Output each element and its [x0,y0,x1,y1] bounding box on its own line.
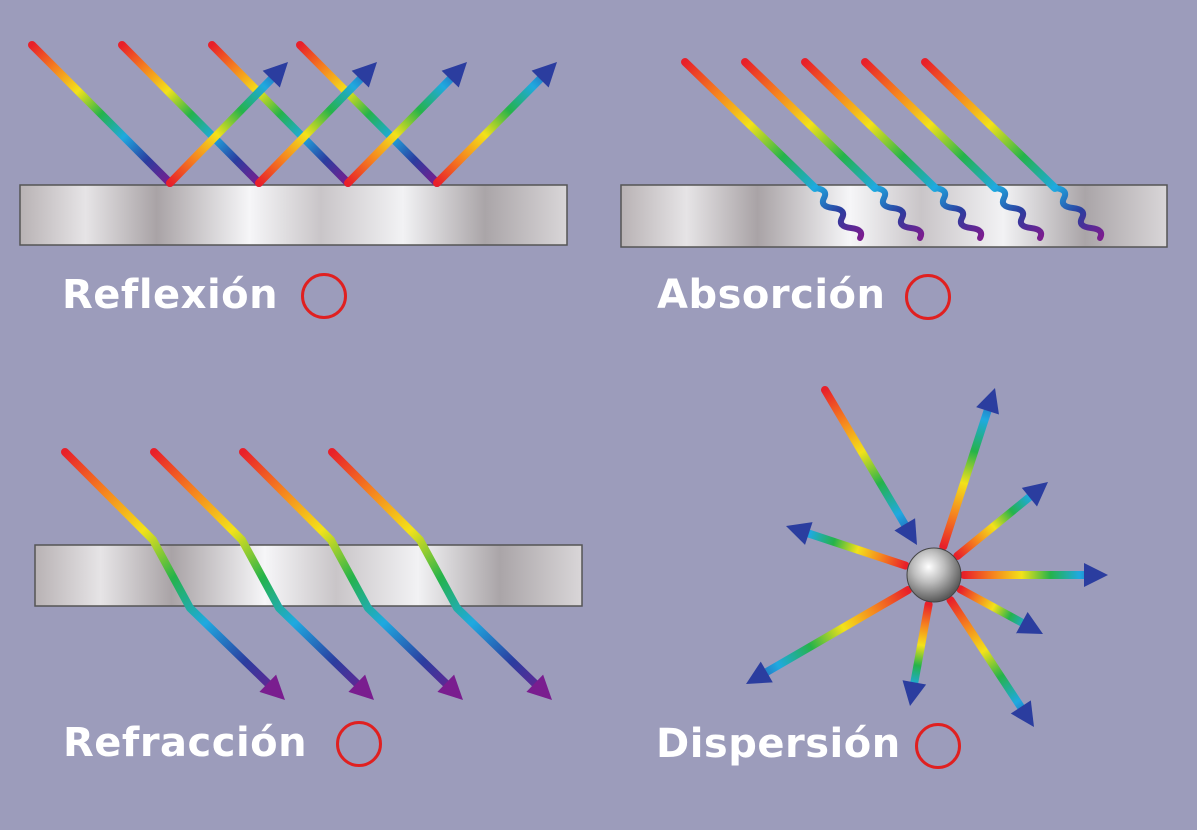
refraccion-ray-3 [239,448,453,691]
refraccion-ray-2-arrowhead [348,674,374,700]
absorcion-wave-2 [872,185,925,241]
reflexion-incident-ray-3 [208,41,352,187]
refraccion-ray-4 [328,448,542,691]
absorcion-wave-4 [992,185,1045,241]
dispersion-scattered-ray-7-arrowhead [746,661,773,684]
absorcion-wave-1 [812,185,865,241]
dispersion-scattered-ray-8-arrowhead [786,522,813,545]
absorcion-ray-4 [861,58,999,192]
label-dispersion: Dispersión [656,721,901,767]
label-reflexion: Reflexión [62,272,279,318]
absorcion-ray-1 [681,58,819,192]
refraccion-surface [34,544,583,607]
dispersion-scattered-ray-1 [939,403,993,551]
answer-circle-refraccion[interactable] [336,721,382,767]
dispersion-scattered-ray-2-arrowhead [1021,482,1048,507]
reflexion-reflected-ray-1 [166,72,279,187]
answer-circle-absorcion[interactable] [905,274,951,320]
dispersion-scattered-ray-2 [953,490,1037,561]
dispersion-scattered-ray-6 [909,600,933,691]
reflexion-reflected-ray-2 [255,72,368,187]
absorcion-ray-5 [921,58,1059,192]
dispersion-scattered-ray-5 [946,596,1028,715]
reflexion-reflected-ray-3-arrowhead [441,62,467,88]
answer-circle-reflexion[interactable] [301,273,347,319]
absorcion-ray-3 [801,58,939,192]
reflexion-incident-ray-1 [28,41,174,187]
refraccion-ray-1-arrowhead [259,674,285,700]
absorcion-ray-2 [741,58,879,192]
dispersion-incident-ray-arrowhead [894,518,917,545]
dispersion-scattered-ray-5-arrowhead [1010,700,1034,727]
reflexion-reflected-ray-1-arrowhead [262,62,288,88]
dispersion-scattered-ray-4 [956,585,1030,629]
dispersion-scattered-ray-4-arrowhead [1016,612,1043,634]
reflexion-incident-ray-2 [118,41,263,187]
label-absorcion: Absorción [657,272,886,318]
dispersion-scattered-ray-7 [759,586,913,678]
reflexion-reflected-ray-4 [433,72,547,187]
dispersion-incident-ray [821,386,911,532]
refraccion-ray-4-arrowhead [526,674,552,700]
reflexion-incident-ray-4 [296,41,441,187]
dispersion-scattered-ray-1-arrowhead [976,388,999,415]
reflexion-reflected-ray-2-arrowhead [351,62,377,88]
label-refraccion: Refracción [63,720,308,766]
absorcion-surface [620,184,1168,248]
dispersion-particle [906,547,962,603]
reflexion-surface [19,184,568,246]
refraccion-ray-2 [150,448,364,691]
dispersion-scattered-ray-8 [800,528,910,570]
absorcion-wave-3 [932,185,985,241]
dispersion-scattered-ray-3-arrowhead [1084,563,1108,587]
reflexion-reflected-ray-4-arrowhead [531,62,557,88]
reflexion-reflected-ray-3 [344,72,457,187]
refraccion-ray-1 [61,448,275,691]
absorcion-wave-5 [1052,185,1105,241]
refraccion-ray-3-arrowhead [437,674,463,700]
dispersion-scattered-ray-6-arrowhead [902,680,927,706]
answer-circle-dispersion[interactable] [915,723,961,769]
